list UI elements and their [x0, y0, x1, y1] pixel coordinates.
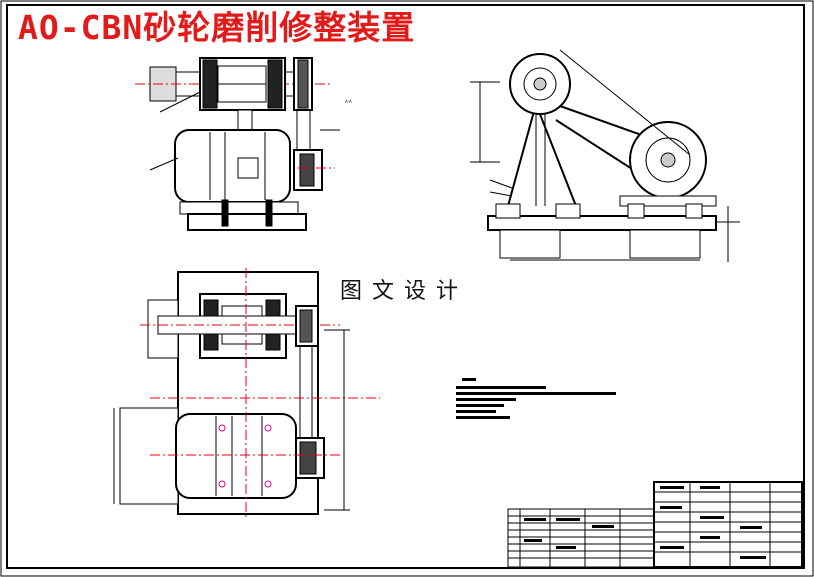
front-view: A-A	[135, 57, 352, 231]
watermark: 图文设计	[338, 273, 471, 305]
drawing-title: AO-CBN砂轮磨削修整装置	[14, 6, 420, 50]
top-view	[113, 268, 380, 520]
title-block-fill	[524, 486, 766, 559]
technical-notes	[456, 378, 616, 419]
inner-frame	[6, 4, 805, 569]
side-view	[470, 49, 740, 262]
title-block	[507, 481, 803, 568]
svg-text:A-A: A-A	[345, 99, 352, 104]
